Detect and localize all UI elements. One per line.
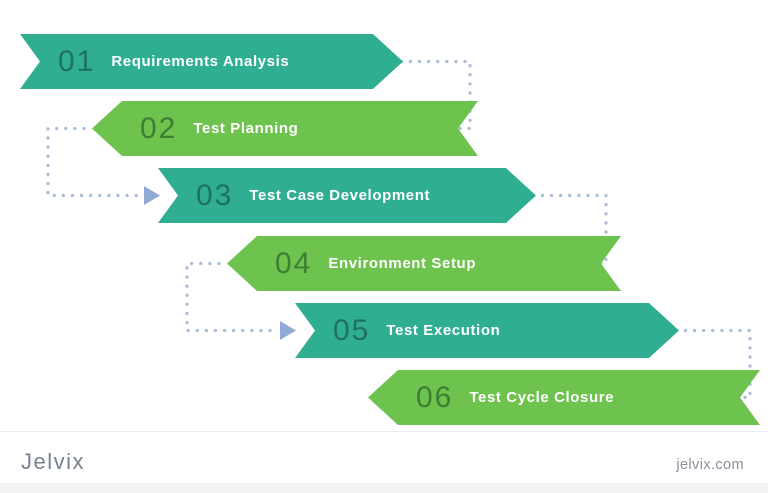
step-label: Test Planning xyxy=(193,120,299,137)
step-label: Requirements Analysis xyxy=(111,53,290,70)
arrowhead-right-icon xyxy=(144,186,160,205)
step-number: 03 xyxy=(196,178,234,212)
step-banner-environment-setup: 04 Environment Setup xyxy=(227,236,621,291)
step-number: 06 xyxy=(416,380,454,414)
footer-divider xyxy=(0,431,768,432)
step-label: Test Execution xyxy=(386,322,501,339)
arrowhead-right-icon xyxy=(280,321,296,340)
jelvix-logo: Jelvix xyxy=(21,449,86,474)
step-label: Test Cycle Closure xyxy=(469,389,615,406)
step-number: 05 xyxy=(333,313,371,347)
step-label: Environment Setup xyxy=(328,255,477,272)
step-number: 04 xyxy=(275,246,313,280)
bottom-strip xyxy=(0,483,768,493)
step-banner-test-planning: 02 Test Planning xyxy=(92,101,478,156)
website-url: jelvix.com xyxy=(676,457,744,473)
step-banner-test-case-development: 03 Test Case Development xyxy=(158,168,536,223)
step-banner-test-cycle-closure: 06 Test Cycle Closure xyxy=(368,370,760,425)
step-number: 02 xyxy=(140,111,178,145)
step-label: Test Case Development xyxy=(249,187,431,204)
step-banner-requirements-analysis: 01 Requirements Analysis xyxy=(20,34,403,89)
step-number: 01 xyxy=(58,44,96,78)
step-banner-test-execution: 05 Test Execution xyxy=(295,303,679,358)
